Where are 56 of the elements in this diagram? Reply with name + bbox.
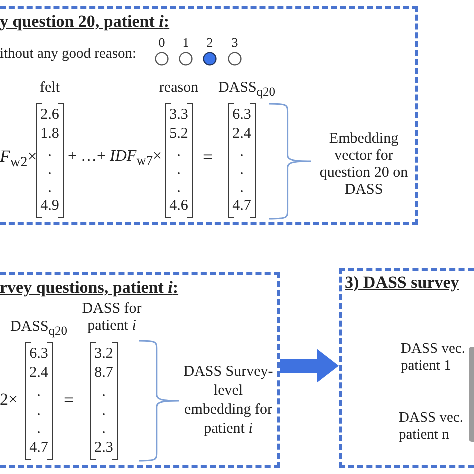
vector-entry: .	[176, 143, 182, 161]
vector-entry: .	[176, 179, 182, 197]
question-text: ithout any good reason:	[0, 46, 137, 63]
dashed-panel	[0, 6, 418, 225]
vector-entry: 2.3	[94, 439, 114, 457]
vector-entry: .	[47, 143, 53, 161]
option-number: 3	[230, 35, 240, 51]
equals-sign: =	[203, 146, 214, 168]
vector-label: reason	[159, 80, 199, 97]
vector-entry: .	[47, 179, 53, 197]
vector-entry: 4.7	[28, 439, 50, 457]
vector-entry: 8.7	[94, 364, 114, 382]
vector-entry: 3.2	[94, 345, 114, 363]
option-number: 2	[206, 35, 214, 51]
vector-entry: 2.4	[28, 364, 50, 382]
vector-entry: .	[176, 161, 182, 179]
brace-caption: DASS Survey-level embedding for patient i	[182, 363, 274, 439]
panel-heading: rvey questions, patient i:	[0, 277, 179, 299]
formula-term: 2×	[0, 390, 18, 410]
vector-entry: .	[101, 420, 107, 438]
vector-entry: 6.3	[28, 345, 50, 363]
option-number: 1	[182, 35, 190, 51]
panel-heading: y question 20, patient i:	[0, 11, 170, 33]
vector-entry: .	[239, 143, 245, 161]
vector-entry: 3.3	[168, 106, 190, 124]
vector-entry: .	[101, 382, 107, 401]
vector-label: DASS$_{q20}$	[218, 80, 276, 101]
vector-entry: .	[239, 179, 245, 197]
option-number: 0	[158, 35, 166, 51]
vector-entry: .	[36, 402, 42, 420]
vector-entry: 6.3	[232, 106, 252, 124]
vector-label: DASS for patient i	[81, 301, 143, 335]
vector-entry: .	[36, 382, 42, 401]
formula-term: + …+ IDF$_{w7}$×	[68, 147, 162, 170]
vector-entry: 1.8	[40, 125, 60, 143]
arrow	[280, 349, 339, 383]
vector-entry: .	[101, 402, 107, 420]
vector-entry: 4.7	[232, 197, 252, 215]
dashed-panel	[339, 268, 474, 468]
vector-entry: 2.4	[232, 125, 252, 143]
vector-caption: DASS vec. patient n	[399, 410, 464, 444]
vector-entry: 4.6	[168, 197, 190, 215]
panel-heading: 3) DASS survey	[345, 272, 460, 294]
vector-entry: .	[36, 420, 42, 438]
vector-entry: 4.9	[40, 197, 60, 215]
vector-label: DASS$_{q20}$	[10, 319, 68, 340]
vector-entry: .	[239, 161, 245, 179]
vector-entry: 2.6	[40, 106, 60, 124]
vector-entry: 5.2	[168, 125, 190, 143]
vector-entry: .	[47, 161, 53, 179]
formula-term: F$_{w2}$×	[0, 147, 38, 172]
dashed-panel	[0, 272, 280, 468]
brace-caption: Embedding vector for question 20 on DASS	[318, 131, 410, 199]
vector-label: felt	[39, 80, 61, 97]
vector-caption: DASS vec. patient 1	[401, 341, 466, 375]
equals-sign: =	[64, 389, 74, 411]
